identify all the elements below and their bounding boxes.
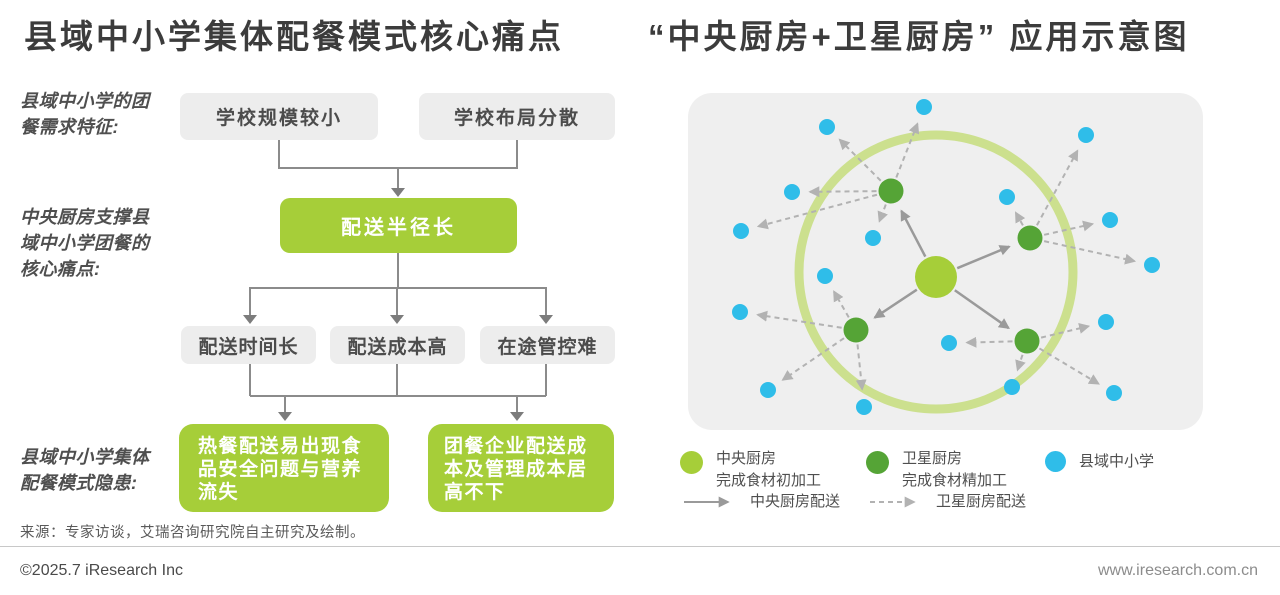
satellite-kitchen-node xyxy=(1014,328,1040,354)
central-kitchen-coverage-ring xyxy=(794,130,1078,414)
school-node xyxy=(733,223,749,239)
legend-central-kitchen: 中央厨房 完成食材初加工 xyxy=(680,448,821,492)
school-node xyxy=(916,99,932,115)
box-delivery-time: 配送时间长 xyxy=(181,326,316,364)
satellite-delivery-arrow xyxy=(1038,347,1100,385)
legend-satellite-kitchen-title: 卫星厨房 xyxy=(902,450,963,467)
school-node xyxy=(760,382,776,398)
central-delivery-arrow xyxy=(954,289,1010,330)
central-kitchen-dot-icon xyxy=(680,451,703,474)
school-node xyxy=(732,304,748,320)
box-delivery-cost: 配送成本高 xyxy=(330,326,465,364)
school-node xyxy=(1004,379,1020,395)
legend-school: 县域中小学 xyxy=(1045,451,1154,473)
kitchen-network-diagram xyxy=(732,99,1160,415)
label-demand-traits: 县域中小学的团餐需求特征: xyxy=(20,91,150,138)
school-node xyxy=(865,230,881,246)
legend-central-delivery-text: 中央厨房配送 xyxy=(750,493,841,510)
box-delivery-radius: 配送半径长 xyxy=(280,198,517,253)
box-transit-control: 在途管控难 xyxy=(480,326,615,364)
website-url: www.iresearch.com.cn xyxy=(1097,562,1258,579)
satellite-delivery-arrow xyxy=(895,122,920,178)
legend-central-kitchen-text: 中央厨房 完成食材初加工 xyxy=(716,448,821,492)
satellite-delivery-arrow xyxy=(808,186,877,198)
legend-central-kitchen-desc: 完成食材初加工 xyxy=(716,471,822,489)
school-node xyxy=(1102,212,1118,228)
box-school-scale: 学校规模较小 xyxy=(180,93,378,140)
central-kitchen-node xyxy=(915,256,957,298)
legend-satellite-kitchen-desc: 完成食材精加工 xyxy=(902,471,1008,489)
satellite-delivery-arrow xyxy=(877,204,888,223)
school-dot-icon xyxy=(1045,451,1066,473)
dashed-arrow-icon xyxy=(870,496,916,508)
school-node xyxy=(1144,257,1160,273)
footer-divider xyxy=(0,546,1280,547)
copyright-text: ©2025.7 iResearch Inc xyxy=(20,562,183,579)
satellite-delivery-arrow xyxy=(855,344,867,391)
school-node xyxy=(1098,314,1114,330)
central-delivery-arrow xyxy=(956,245,1011,270)
school-node xyxy=(817,268,833,284)
left-section-title: 县域中小学集体配餐模式核心痛点 xyxy=(24,18,564,55)
satellite-delivery-arrow xyxy=(1043,240,1137,265)
right-section-title: “中央厨房+卫星厨房” 应用示意图 xyxy=(648,18,1190,55)
school-node xyxy=(784,184,800,200)
legend-school-title: 县域中小学 xyxy=(1079,453,1155,470)
network-diagram-panel xyxy=(688,93,1203,430)
satellite-delivery-arrow xyxy=(756,193,878,230)
legend-satellite-kitchen: 卫星厨房 完成食材精加工 xyxy=(866,448,1007,492)
satellite-delivery-arrow xyxy=(838,138,882,182)
legend-satellite-delivery: 卫星厨房配送 xyxy=(868,491,1026,513)
school-node xyxy=(856,399,872,415)
legend-satellite-delivery-text: 卫星厨房配送 xyxy=(936,493,1027,510)
satellite-kitchen-node xyxy=(843,317,869,343)
satellite-delivery-arrow xyxy=(833,290,850,318)
satellite-delivery-arrow xyxy=(1015,354,1026,372)
satellite-delivery-arrow xyxy=(1040,323,1091,339)
label-core-painpoints: 中央厨房支撑县域中小学团餐的核心痛点: xyxy=(20,207,150,280)
legend-satellite-kitchen-text: 卫星厨房 完成食材精加工 xyxy=(902,448,1007,492)
box-food-safety-risk: 热餐配送易出现食品安全问题与营养流失 xyxy=(179,424,389,512)
satellite-delivery-arrow xyxy=(965,336,1013,348)
school-node xyxy=(941,335,957,351)
satellite-kitchen-dot-icon xyxy=(866,451,889,474)
satellite-delivery-arrow xyxy=(756,310,842,329)
box-high-cost-risk: 团餐企业配送成本及管理成本居高不下 xyxy=(428,424,614,512)
flowchart-connectors xyxy=(243,140,553,421)
central-delivery-arrow xyxy=(873,288,918,319)
solid-arrow-icon xyxy=(684,496,730,508)
satellite-delivery-arrow xyxy=(781,337,845,381)
satellite-kitchen-node xyxy=(1017,225,1043,251)
school-node xyxy=(999,189,1015,205)
legend-central-kitchen-title: 中央厨房 xyxy=(716,450,777,467)
box-school-layout: 学校布局分散 xyxy=(419,93,615,140)
satellite-kitchen-node xyxy=(878,178,904,204)
school-node xyxy=(819,119,835,135)
central-delivery-arrow xyxy=(900,209,927,258)
source-note: 来源：专家访谈，艾瑞咨询研究院自主研究及绘制。 xyxy=(20,525,365,541)
satellite-delivery-arrow xyxy=(1014,211,1026,226)
label-hidden-risks: 县域中小学集体配餐模式隐患: xyxy=(20,447,150,494)
school-node xyxy=(1078,127,1094,143)
school-node xyxy=(1106,385,1122,401)
legend-central-delivery: 中央厨房配送 xyxy=(682,491,840,513)
